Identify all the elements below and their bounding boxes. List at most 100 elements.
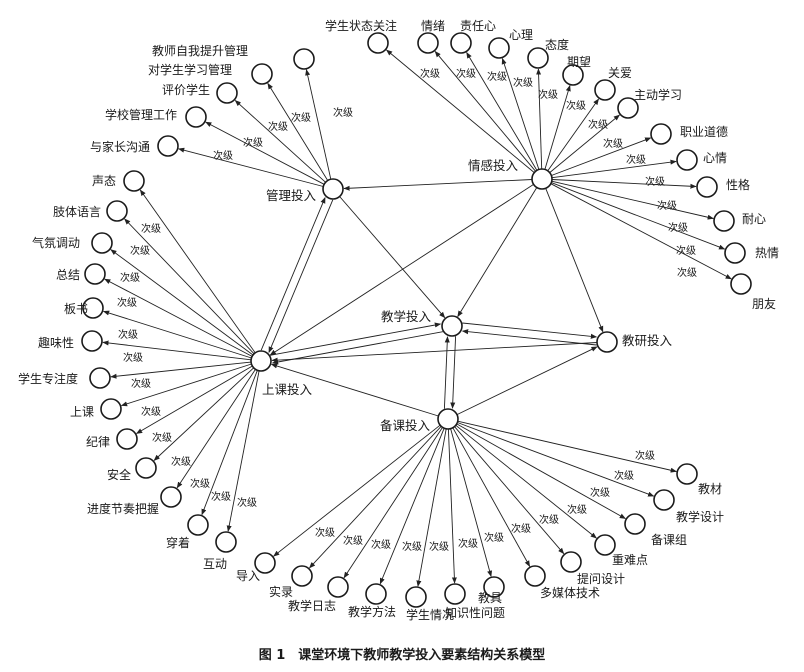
hub-node-management <box>322 178 344 200</box>
edge-label: 次级 <box>645 177 665 188</box>
leaf-edge-emotion-1 <box>434 50 536 172</box>
hub-edge-lecture-to-teaching <box>270 322 442 356</box>
leaf-node <box>84 263 106 285</box>
leaf-edge-prep-6 <box>450 428 493 578</box>
edge-label: 次级 <box>141 224 161 235</box>
leaf-edge-lecture-1 <box>124 218 255 355</box>
leaf-edge-management-2 <box>234 99 326 183</box>
leaf-label: 穿着 <box>166 536 191 550</box>
leaf-edge-prep-2 <box>343 427 443 579</box>
hub-edge-lecture-to-management <box>260 197 326 351</box>
leaf-edge-management-4 <box>177 147 324 187</box>
hub-label-emotion: 情感投入 <box>468 158 519 173</box>
leaf-label: 热情 <box>755 246 780 260</box>
leaf-edge-emotion-9 <box>551 159 677 179</box>
edge-label: 次级 <box>237 498 257 509</box>
leaf-edge-emotion-8 <box>551 137 652 176</box>
edge-label: 次级 <box>676 246 696 257</box>
leaf-label: 重难点 <box>612 553 649 567</box>
leaf-edge-management-1 <box>267 82 329 181</box>
edge-label: 次级 <box>171 457 191 468</box>
hub-label-prep: 备课投入 <box>380 418 431 433</box>
edge-label: 次级 <box>456 69 476 80</box>
leaf-label: 安全 <box>107 468 132 482</box>
leaf-node <box>562 64 584 86</box>
leaf-node <box>730 273 752 295</box>
leaf-node <box>450 32 472 54</box>
edge-label: 次级 <box>567 505 587 516</box>
edge-label: 次级 <box>487 72 507 83</box>
edge-label: 次级 <box>152 433 172 444</box>
hub-node-teaching <box>441 315 463 337</box>
edge-label: 次级 <box>458 539 478 550</box>
edge-label: 次级 <box>566 101 586 112</box>
leaf-label: 情绪 <box>421 19 446 33</box>
leaf-edge-prep-1 <box>309 425 442 569</box>
leaf-edge-lecture-11 <box>201 370 258 516</box>
leaf-label: 学生专注度 <box>18 372 79 386</box>
leaf-edge-lecture-12 <box>226 370 260 532</box>
leaf-edge-prep-9 <box>455 424 597 539</box>
leaf-node <box>327 576 349 598</box>
edge-label: 次级 <box>141 407 161 418</box>
leaf-edge-lecture-7 <box>120 363 252 407</box>
leaf-label: 心情 <box>703 151 728 165</box>
leaf-label: 学生情况 <box>406 608 455 622</box>
leaf-label: 进度节奏把握 <box>87 502 160 516</box>
leaf-edge-emotion-3 <box>501 57 540 170</box>
leaf-edge-prep-12 <box>457 420 677 473</box>
hub-edge-prep-to-lecture <box>270 363 439 417</box>
leaf-node <box>116 428 138 450</box>
leaf-label: 学生状态关注 <box>325 19 398 33</box>
leaf-node <box>594 79 616 101</box>
leaf-node <box>187 514 209 536</box>
leaf-label: 多媒体技术 <box>540 586 601 600</box>
hub-node-emotion <box>531 168 553 190</box>
leaf-edge-lecture-9 <box>153 367 255 461</box>
leaf-node <box>594 534 616 556</box>
leaf-node <box>676 463 698 485</box>
edge-label: 次级 <box>513 78 533 89</box>
edge-label: 次级 <box>402 542 422 553</box>
leaf-label: 肢体语言 <box>53 205 102 219</box>
leaf-edge-emotion-5 <box>544 84 571 170</box>
hub-edge-teaching-to-prep <box>450 336 457 409</box>
leaf-edge-prep-7 <box>452 427 531 567</box>
leaf-edge-lecture-4 <box>102 310 252 359</box>
leaf-label: 教材 <box>698 482 723 496</box>
edge-label: 次级 <box>588 120 608 131</box>
leaf-node <box>724 242 746 264</box>
edge-label: 次级 <box>213 151 233 162</box>
edge-label: 次级 <box>538 90 558 101</box>
leaf-node <box>100 398 122 420</box>
hub-label-research: 教研投入 <box>622 333 673 348</box>
leaf-label: 期望 <box>567 55 592 69</box>
leaf-label: 关爱 <box>608 66 633 80</box>
leaf-node <box>653 489 675 511</box>
leaf-node <box>488 37 510 59</box>
edge-label: 次级 <box>626 155 646 166</box>
leaf-label: 教学日志 <box>288 599 337 613</box>
edge-label: 次级 <box>130 246 150 257</box>
edge-label: 次级 <box>243 138 263 149</box>
leaf-edge-prep-10 <box>456 423 626 519</box>
hub-edge-teaching-to-lecture <box>271 331 443 365</box>
leaf-label: 对学生学习管理 <box>148 63 233 77</box>
edge-label: 次级 <box>484 533 504 544</box>
leaf-node <box>617 97 639 119</box>
leaf-label: 气氛调动 <box>32 236 81 250</box>
leaf-label: 教具 <box>478 591 503 605</box>
leaf-label: 心理 <box>509 28 534 42</box>
leaf-node <box>185 106 207 128</box>
leaf-edge-lecture-0 <box>139 189 256 354</box>
leaf-node <box>251 63 273 85</box>
leaf-label: 实录 <box>269 585 294 599</box>
leaf-node <box>293 48 315 70</box>
leaf-node <box>444 583 466 605</box>
leaf-node <box>713 210 735 232</box>
leaf-node <box>650 123 672 145</box>
leaf-label: 声态 <box>92 174 117 188</box>
leaf-label: 性格 <box>726 178 751 192</box>
leaf-node <box>160 486 182 508</box>
